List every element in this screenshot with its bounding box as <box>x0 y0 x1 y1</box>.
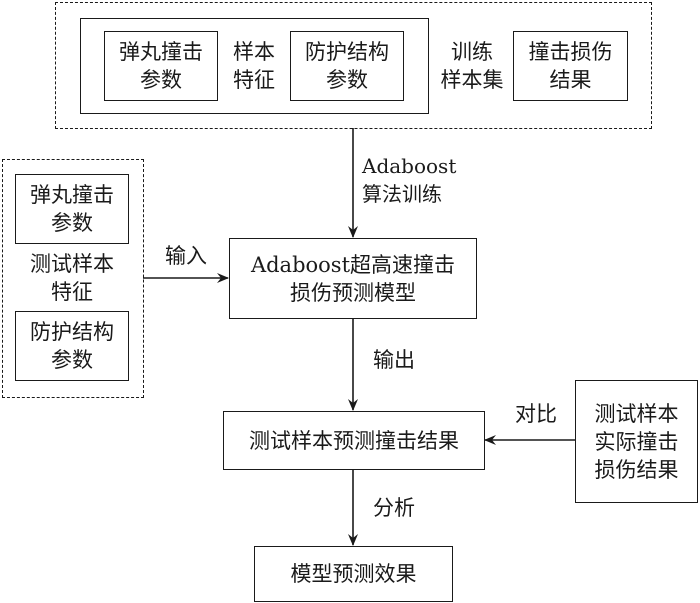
input-arrow-label: 输入 <box>165 244 207 268</box>
model-effect-box: 模型预测效果 <box>254 546 453 602</box>
training-set-label: 训练 样本集 <box>440 40 504 92</box>
impact-damage-result-text: 撞击损伤 结果 <box>528 40 613 92</box>
compare-arrow-label: 对比 <box>515 402 557 426</box>
analysis-arrow-label: 分析 <box>373 496 415 520</box>
training-set-group <box>55 2 652 129</box>
test-features-group <box>2 159 144 398</box>
prediction-result-box: 测试样本预测撞击结果 <box>223 411 485 470</box>
test-protection-params-text: 防护结构 参数 <box>30 320 114 372</box>
actual-result-box: 测试样本 实际撞击 损伤结果 <box>575 380 698 503</box>
adaboost-model-box: Adaboost超高速撞击 损伤预测模型 <box>229 238 477 319</box>
training-arrow-label: Adaboost 算法训练 <box>362 154 457 206</box>
training-projectile-params-text: 弹丸撞击 参数 <box>119 40 203 92</box>
test-projectile-params-box: 弹丸撞击 参数 <box>15 174 129 244</box>
prediction-result-text: 测试样本预测撞击结果 <box>249 428 459 453</box>
adaboost-model-text: Adaboost超高速撞击 损伤预测模型 <box>250 252 456 305</box>
output-arrow-label: 输出 <box>373 348 415 372</box>
training-protection-params-box: 防护结构 参数 <box>290 31 404 101</box>
impact-damage-result-box: 撞击损伤 结果 <box>513 31 628 101</box>
training-projectile-params-box: 弹丸撞击 参数 <box>104 31 218 101</box>
test-protection-params-box: 防护结构 参数 <box>15 311 129 381</box>
test-features-label: 测试样本 特征 <box>30 252 114 304</box>
training-protection-params-text: 防护结构 参数 <box>305 40 389 92</box>
sample-features-label: 样本 特征 <box>233 40 275 92</box>
model-effect-text: 模型预测效果 <box>290 562 417 586</box>
test-projectile-params-text: 弹丸撞击 参数 <box>30 183 114 235</box>
actual-result-text: 测试样本 实际撞击 损伤结果 <box>594 401 679 482</box>
